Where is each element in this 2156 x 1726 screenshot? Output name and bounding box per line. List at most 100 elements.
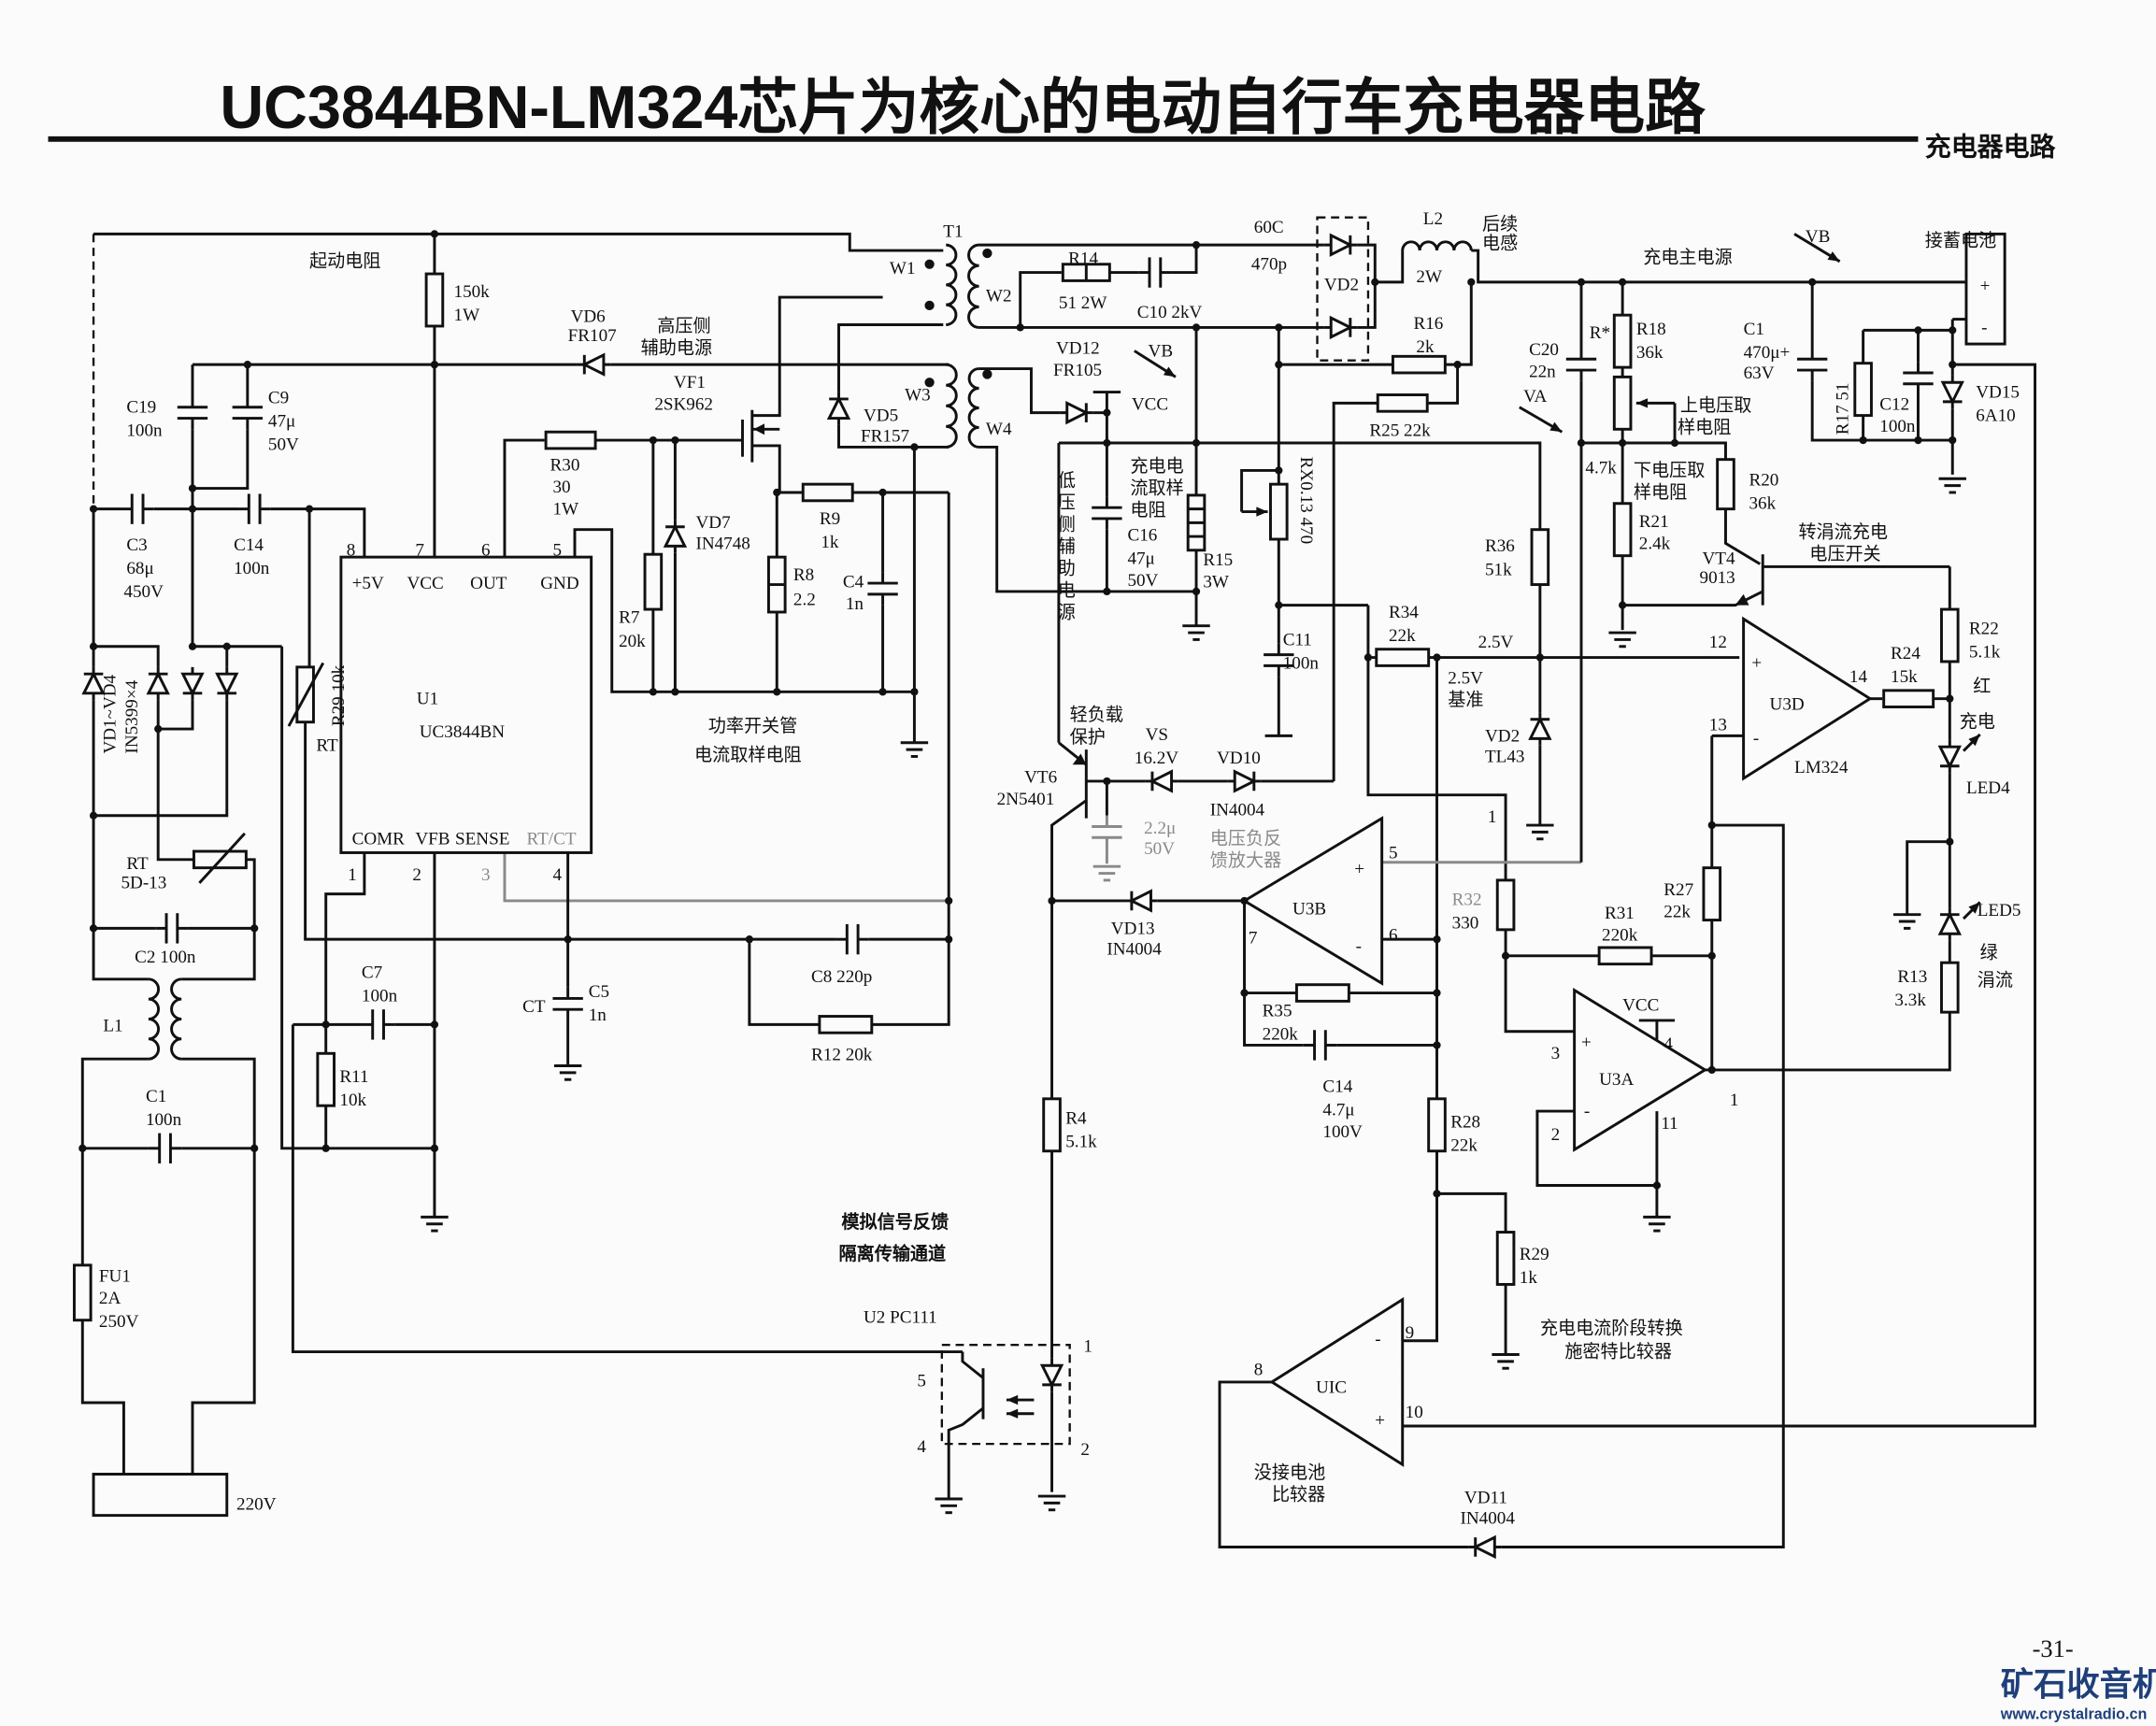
opamp-u3d [1742,616,1873,781]
wire [80,1057,149,1148]
components [72,216,2006,1560]
wire [947,1406,984,1499]
wire [280,646,326,1150]
label-r36: R36 [1485,536,1515,556]
label-r17: R17 51 [1833,382,1852,435]
label-u1-p2: 2 [412,865,421,885]
wire [324,852,366,1054]
ac-input-box [92,1473,229,1518]
label-cur-sense-3: 电阻 [1130,500,1165,521]
label-post-l-1: 后续 [1482,214,1518,235]
label-va: VA [1523,387,1547,407]
label-u3a-p3: 3 [1551,1044,1561,1063]
label-c11: C11 [1283,630,1312,649]
resistor-r16 [1391,354,1447,375]
junction-dot [649,435,657,445]
wire [871,939,950,1026]
label-u1c-minus: - [1375,1330,1380,1349]
label-r13-v: 3.3k [1894,991,1926,1010]
resistor-r30 [544,430,597,450]
label-r28-v: 22k [1450,1136,1478,1156]
wire [156,700,194,731]
diode-triangle [1149,769,1174,793]
junction-dot [1619,278,1627,286]
wire [573,528,915,693]
wire [1445,281,1473,366]
label-vd6: VD6 [571,307,606,327]
label-u1: U1 [417,690,438,709]
junction-dot [430,361,439,369]
label-u3d-minus: - [1753,729,1759,749]
capacitor-c14b [1313,1030,1327,1061]
label-u3d-t: LM324 [1794,758,1849,777]
ground-icon [1938,477,1966,494]
fuse-fu1 [72,1263,93,1322]
vb2-arrow-head [1163,366,1176,378]
wire [503,852,949,903]
junction-dot [1670,438,1679,448]
label-v25: 2.5V [1478,633,1514,652]
label-r14-v: 51 2W [1059,293,1107,313]
resistor-r20 [1716,458,1735,511]
diode-vd10 [1233,769,1258,793]
label-u1-p3: 3 [481,865,491,885]
label-led4: LED4 [1966,778,2010,798]
junction-dot [1275,361,1283,369]
resistor-r21 [1612,502,1633,558]
label-r9-v: 1k [821,533,839,552]
label-w4: W4 [986,420,1012,439]
wire [1402,363,2036,1428]
wire [1535,1109,1657,1187]
label-vd12-t: FR105 [1053,361,1102,380]
label-c19: C19 [126,398,156,418]
label-c14-v: 100n [234,559,270,578]
label-w2: W2 [986,286,1012,306]
label-vd15: VD15 [1976,382,2020,402]
label-c3-v: 68μ [126,559,153,578]
label-u3b-minus: - [1356,936,1362,956]
label-u1-n4: RT/CT [527,830,577,849]
label-batt-plus: + [1980,277,1991,296]
wire [1050,799,1088,901]
label-r16: R16 [1413,314,1443,334]
winding-dot [924,259,935,269]
label-c9: C9 [268,388,289,407]
led-light-head [1968,902,1980,914]
junction-dot [79,1144,87,1152]
label-vd2: VD2 [1324,276,1359,295]
diode-vd5 [826,395,851,421]
label-u3d-p13: 13 [1709,716,1727,735]
label-u3d-p12: 12 [1709,633,1727,652]
transformer-w1 [946,243,958,326]
label-c7-v: 100n [362,986,398,1006]
label-c14b: C14 [1322,1077,1352,1096]
winding-dot [982,369,992,379]
label-light-load-1: 轻负载 [1070,705,1123,725]
label-vs-v: 16.2V [1135,749,1178,768]
ground-icon [421,1215,449,1233]
resistor-r24 [1882,689,1935,708]
label-c16-u: 50V [1127,571,1158,591]
ground-icon [1608,631,1636,649]
junction-dot [1192,587,1201,596]
ground-icon [1037,1494,1066,1512]
junction-dot [1192,241,1201,250]
capacitor-c10 [1148,257,1163,288]
diode-vd4 [215,672,239,697]
capacitor-c4 [867,581,898,596]
label-r24: R24 [1891,644,1920,663]
label-l1: L1 [103,1017,122,1036]
diode-vd15 [1940,380,1964,406]
label-ct: CT [522,997,546,1017]
diode-vd11 [1472,1534,1496,1560]
ground-icon [900,741,929,758]
junction-dot [188,505,197,513]
label-stage-sw-2: 施密特比较器 [1564,1341,1672,1362]
resistor-r27 [1702,866,1722,922]
label-c14: C14 [234,535,264,555]
junction-dot [1577,278,1586,286]
label-vt4-t: 9013 [1700,568,1735,588]
label-r4k7: 4.7k [1585,458,1617,478]
junction-dot [1577,438,1586,448]
